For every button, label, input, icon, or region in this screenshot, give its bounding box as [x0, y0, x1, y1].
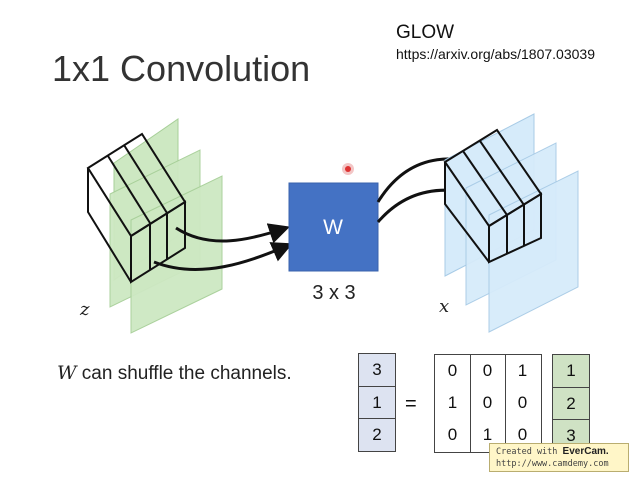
watermark-brand: EverCam. — [562, 446, 609, 457]
matrix-cell: 0 — [517, 393, 528, 412]
permutation-matrix: 0 0 1 1 0 0 0 1 0 — [434, 354, 542, 453]
output-variable-label: x — [439, 296, 450, 317]
output-tensor — [443, 113, 579, 333]
left-vector-cell: 2 — [359, 418, 395, 450]
matrix-cell: 1 — [482, 425, 493, 444]
right-vector: 1 2 3 — [552, 354, 590, 453]
output-kernel-divider-1 — [462, 150, 508, 216]
input-kernel-divider-1 — [107, 155, 151, 224]
matrix-cell: 0 — [447, 425, 458, 444]
left-vector-cell: 1 — [359, 386, 395, 418]
matrix-row: 0 1 0 — [435, 419, 541, 451]
slide-title: 1x1 Convolution — [52, 48, 311, 89]
weight-box — [288, 182, 379, 272]
left-vector: 3 1 2 — [358, 353, 396, 452]
reference-name: GLOW — [396, 22, 455, 43]
caption: W can shuffle the channels. — [57, 362, 292, 385]
input-tensor — [86, 118, 223, 334]
matrix-cell: 0 — [482, 361, 493, 380]
caption-symbol: W — [57, 362, 77, 384]
right-vector-cell: 3 — [553, 419, 589, 451]
input-kernel-divider-2 — [123, 144, 168, 214]
input-kernel-left — [87, 168, 132, 283]
right-vector-cell: 2 — [553, 387, 589, 419]
matrix-grid-line — [505, 355, 506, 452]
matrix-row: 1 0 0 — [435, 387, 541, 419]
arrow-input-to-weight-1 — [175, 223, 290, 244]
weight-size-label: 3 x 3 — [312, 282, 356, 304]
matrix-cell: 1 — [447, 393, 458, 412]
matrix-row: 0 0 1 — [435, 355, 541, 387]
weight-label: W — [323, 216, 343, 239]
evercam-watermark[interactable]: Created with EverCam. http://www.camdemy… — [489, 443, 629, 472]
output-kernel-left — [444, 162, 490, 263]
matrix-cell: 0 — [447, 361, 458, 380]
output-kernel-divider-2 — [479, 140, 525, 206]
arrow-input-to-weight-2 — [153, 242, 293, 271]
right-vector-cell: 1 — [566, 361, 576, 380]
watermark-url: http://www.camdemy.com — [496, 459, 609, 469]
recording-cursor-icon — [342, 163, 354, 175]
matrix-cell: 1 — [517, 361, 528, 380]
matrix-cell: 0 — [517, 425, 528, 444]
matrix-grid-line — [470, 355, 471, 452]
caption-text: can shuffle the channels. — [76, 363, 292, 384]
input-variable-label: z — [80, 299, 90, 320]
matrix-cell: 0 — [482, 393, 493, 412]
left-vector-cell: 3 — [372, 360, 382, 379]
equals-sign: = — [405, 393, 417, 415]
watermark-created-with: Created with — [496, 447, 563, 457]
reference-url[interactable]: https://arxiv.org/abs/1807.03039 — [396, 46, 595, 62]
